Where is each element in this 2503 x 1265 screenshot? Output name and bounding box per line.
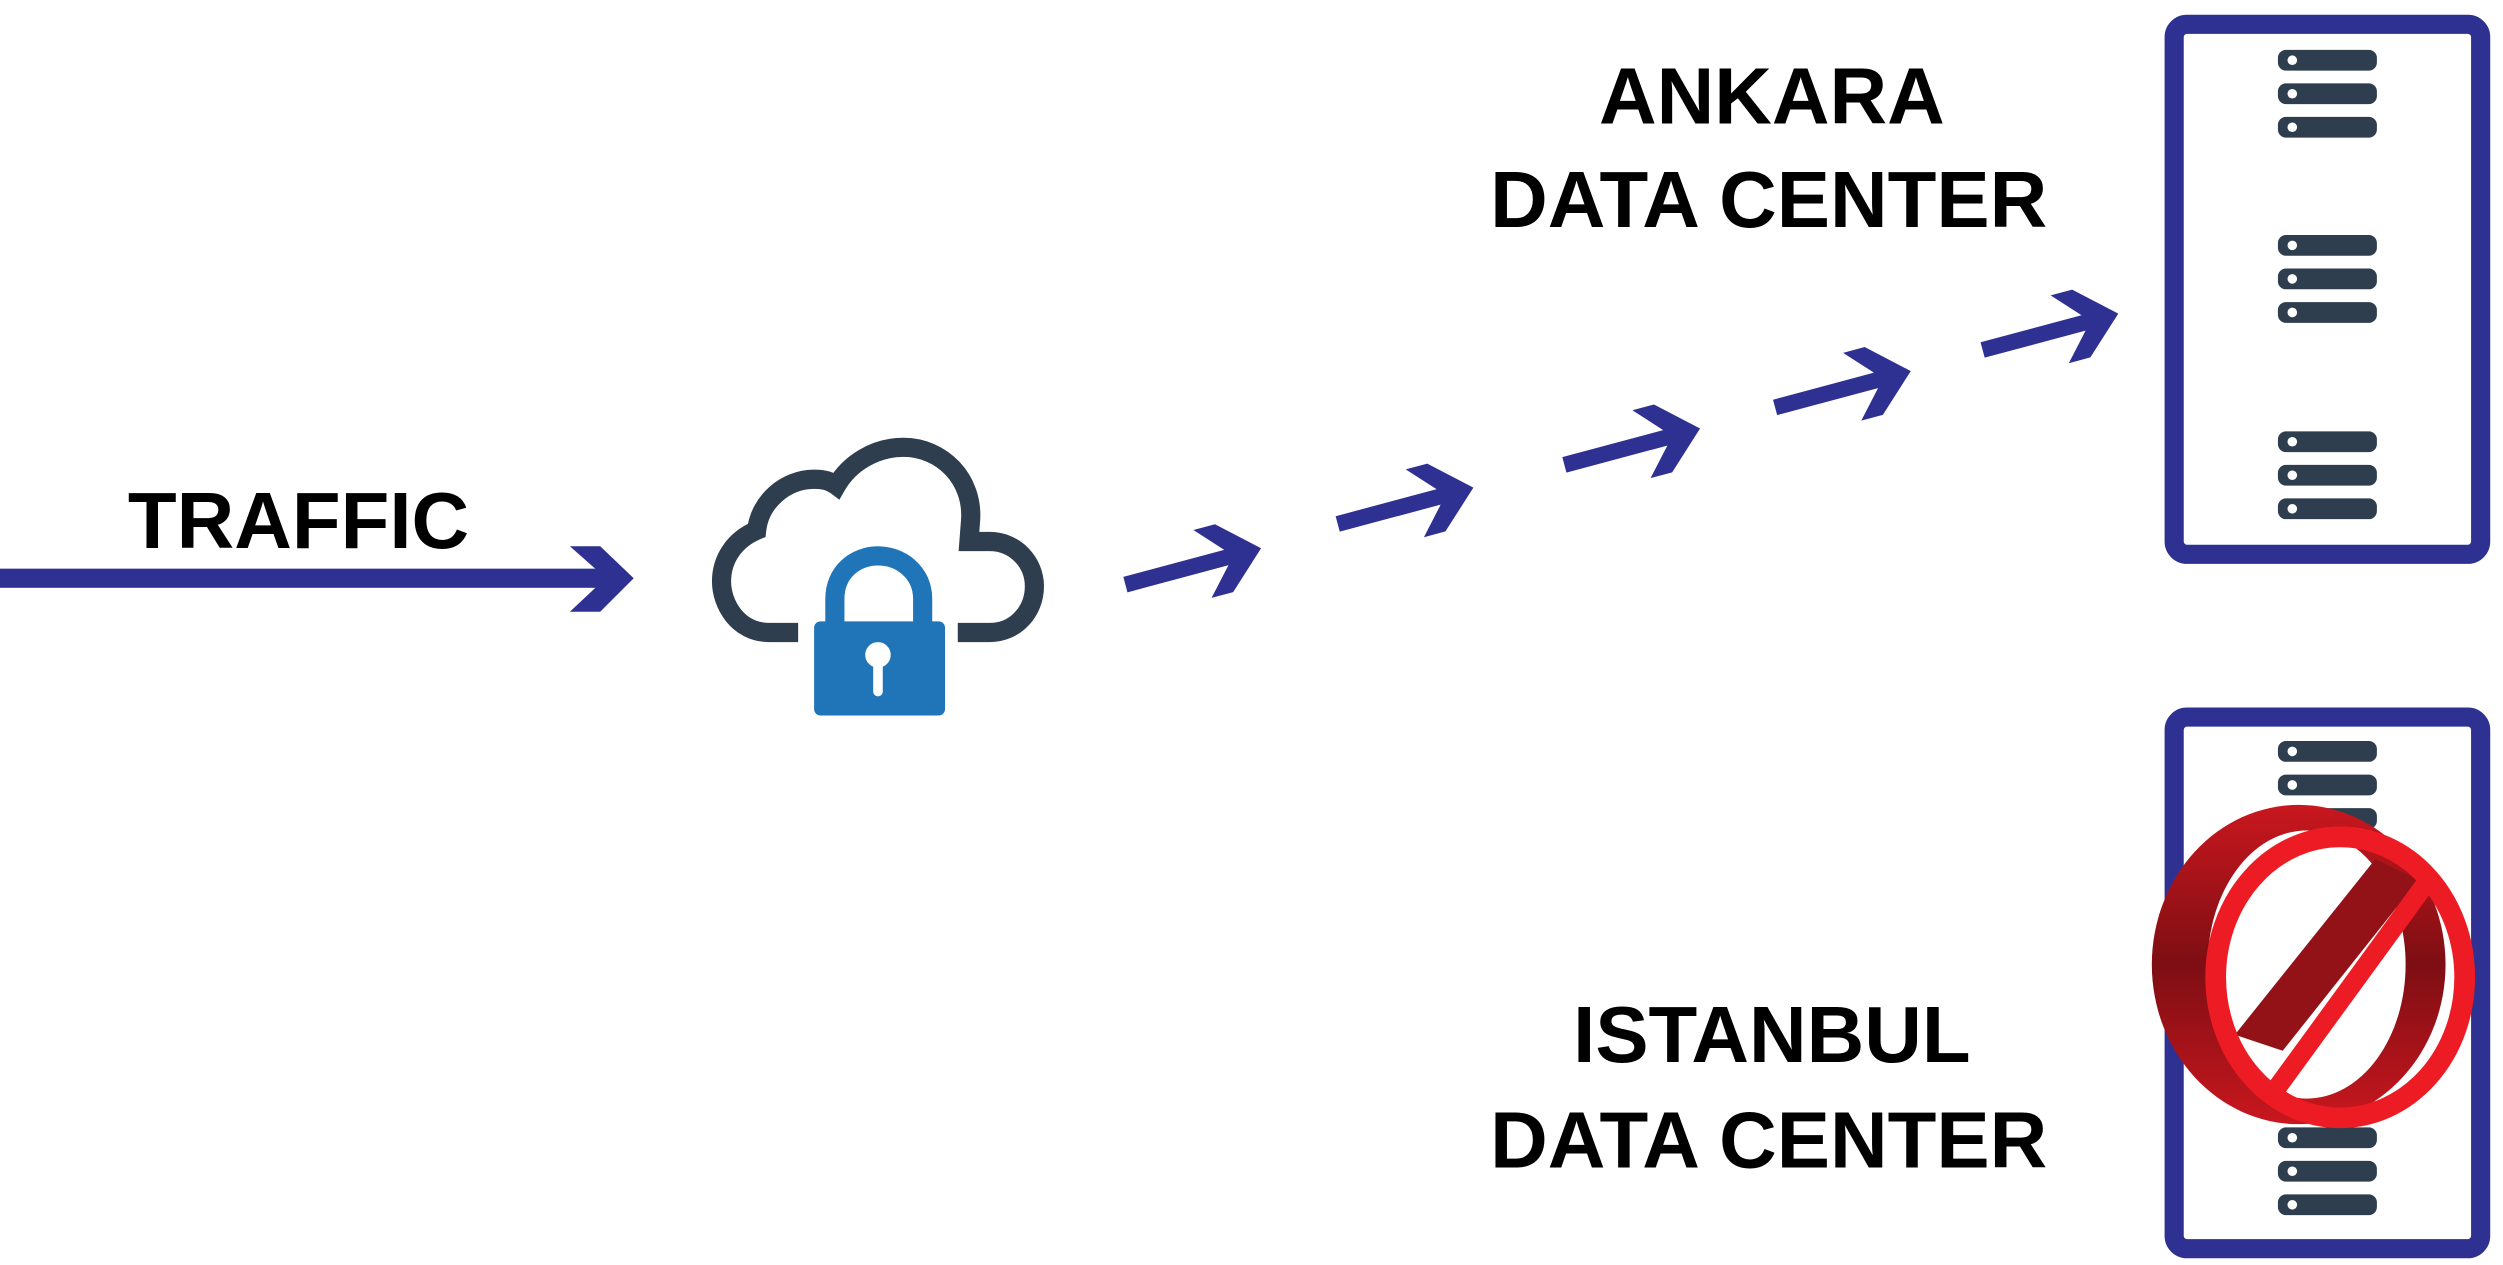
ankara-server-rack-icon bbox=[2164, 14, 2491, 564]
ankara-label-line1: ANKARA bbox=[1599, 51, 1945, 140]
arrow-icon bbox=[1773, 347, 1911, 421]
routing-arrows bbox=[1123, 289, 2119, 598]
istanbul-label-line2: DATA CENTER bbox=[1490, 1095, 2047, 1184]
arrow-icon bbox=[1335, 463, 1474, 538]
arrow-icon bbox=[1980, 289, 2119, 364]
cloud-lock-icon bbox=[711, 437, 1044, 716]
arrow-icon bbox=[1123, 524, 1262, 598]
traffic-arrow bbox=[0, 546, 634, 612]
ankara-label-line2: DATA CENTER bbox=[1490, 155, 2047, 244]
traffic-label: TRAFFIC bbox=[128, 476, 469, 565]
istanbul-label-line1: ISTANBUL bbox=[1573, 990, 1970, 1079]
arrow-icon bbox=[1562, 404, 1701, 479]
no-entry-icon bbox=[2151, 804, 2476, 1129]
